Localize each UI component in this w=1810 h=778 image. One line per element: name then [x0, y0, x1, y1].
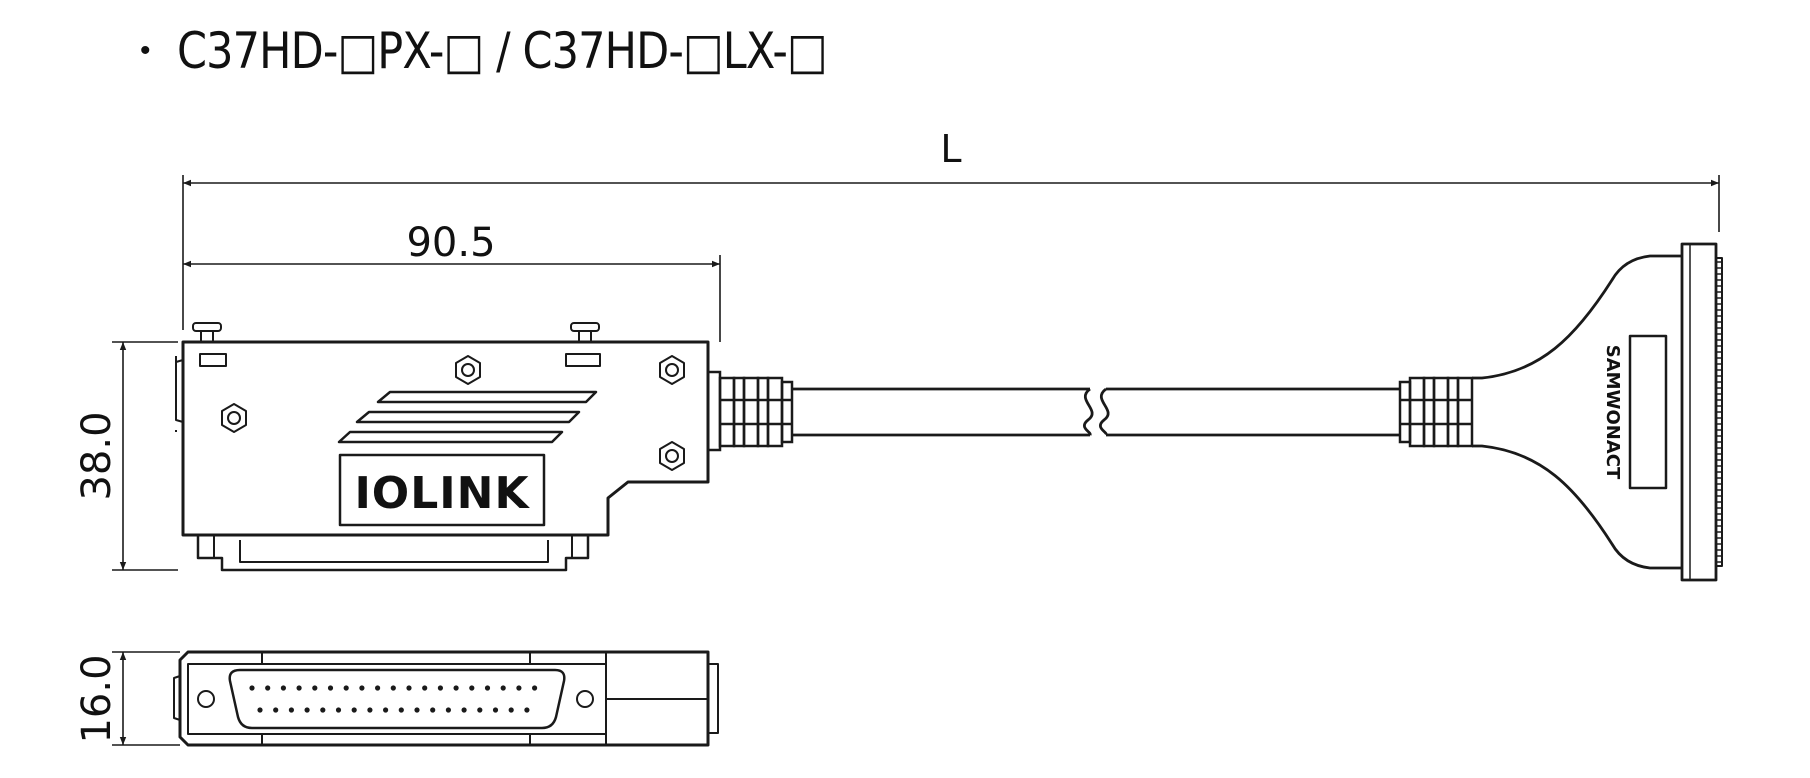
dsub-pin — [430, 707, 436, 713]
dsub-pin — [453, 685, 459, 691]
dsub-pin — [296, 685, 302, 691]
dimension-label-l: L — [940, 127, 961, 171]
dsub-pin — [469, 685, 475, 691]
hood-logo-text: IOLINK — [354, 468, 530, 519]
hood-slot-right — [565, 353, 601, 367]
plug-contact-teeth — [1716, 261, 1722, 563]
dsub-pin — [273, 707, 279, 713]
hood-outline — [181, 340, 710, 537]
mounting-hole-right — [576, 690, 594, 708]
dsub-pin — [343, 685, 349, 691]
dsub-pin — [304, 707, 310, 713]
dimension-label-905: 90.5 — [406, 220, 495, 266]
dsub-pin — [390, 685, 396, 691]
jack-screw-right — [570, 322, 600, 343]
dsub-pin — [375, 685, 381, 691]
dsub-pin — [335, 707, 342, 713]
connector-hood — [175, 322, 710, 572]
dsub-pin — [484, 685, 491, 691]
dsub-pin — [414, 707, 420, 713]
dsub-pin — [383, 707, 389, 713]
dsub-pin — [249, 685, 255, 691]
dsub-pin — [367, 707, 373, 713]
dsub-pin — [257, 707, 263, 713]
bullet-icon: • — [140, 34, 151, 67]
dsub-pin — [477, 707, 483, 713]
dsub-pins — [249, 685, 538, 713]
dimension-label-38: 38.0 — [74, 411, 120, 500]
connector-thickness-dimension — [112, 651, 180, 746]
front-view-connector — [173, 650, 719, 747]
hood-stripes — [337, 390, 598, 444]
plug-label-window — [1628, 334, 1668, 490]
hood-bottom-lip — [196, 535, 590, 572]
dsub-pin — [461, 707, 467, 713]
dsub-pin — [492, 707, 499, 713]
title-row: • C37HD-□PX-□ / C37HD-□LX-□ — [140, 22, 932, 80]
dsub-pin — [508, 707, 514, 713]
dsub-pin — [445, 707, 451, 713]
connector-length-dimension — [183, 255, 721, 342]
hex-nut-group — [221, 355, 685, 471]
mounting-hole-left — [197, 690, 215, 708]
dsub-shell — [228, 668, 566, 730]
dsub-pin — [422, 685, 428, 691]
dsub-pin — [359, 685, 365, 691]
cable — [792, 387, 1400, 437]
logo-box — [338, 453, 546, 527]
dsub-pin — [312, 685, 318, 691]
dsub-pin — [265, 685, 271, 691]
dsub-pin — [327, 685, 334, 691]
overall-length-dimension — [182, 175, 1720, 330]
plug-logo-text: SAMWONACT — [1602, 345, 1623, 480]
dsub-pin — [406, 685, 412, 691]
page-title: C37HD-□PX-□ / C37HD-□LX-□ — [176, 22, 828, 80]
connector-height-dimension — [112, 341, 178, 571]
dsub-pin — [500, 685, 506, 691]
jack-screw-left — [192, 322, 222, 343]
dsub-pin — [320, 707, 326, 713]
dsub-pin — [398, 707, 404, 713]
dsub-pin — [280, 685, 286, 691]
dsub-pin — [524, 707, 530, 713]
dsub-pin — [437, 685, 443, 691]
dsub-pin — [351, 707, 357, 713]
dsub-pin — [288, 707, 294, 713]
strain-relief-left — [708, 370, 794, 452]
dsub-pin — [532, 685, 538, 691]
strain-relief-right — [1398, 376, 1474, 448]
hood-slot-left — [199, 353, 227, 367]
right-plug — [1472, 242, 1723, 582]
dsub-pin — [516, 685, 522, 691]
front-view-outline — [178, 650, 710, 747]
dimension-label-16: 16.0 — [74, 654, 120, 743]
